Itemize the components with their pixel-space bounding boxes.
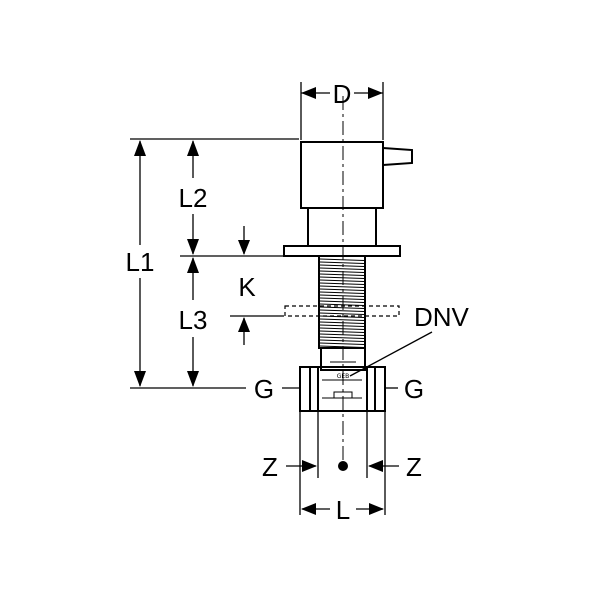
thread-line — [319, 300, 365, 303]
arrowheads — [134, 87, 384, 515]
thread-line — [319, 294, 365, 297]
thread-line — [319, 303, 365, 306]
thread-line — [319, 318, 365, 321]
thread-line — [319, 273, 365, 276]
thread-line — [319, 261, 365, 264]
thread-line — [319, 306, 365, 309]
thread-line — [319, 270, 365, 273]
threaded-stem — [318, 255, 366, 349]
thread-line — [319, 327, 365, 330]
handle-cap — [300, 141, 413, 209]
label-l: L — [336, 495, 350, 525]
thread-line — [319, 288, 365, 291]
label-dnv: DNV — [414, 302, 470, 332]
thread-line — [319, 276, 365, 279]
thread-line — [319, 342, 365, 345]
thread-line — [319, 258, 365, 261]
neck — [307, 208, 377, 246]
label-z-left: Z — [262, 452, 278, 482]
thread-line — [319, 336, 365, 339]
label-g-left: G — [254, 374, 274, 404]
label-l1: L1 — [126, 247, 155, 277]
thread-line — [319, 279, 365, 282]
thread-line — [319, 264, 365, 267]
label-l3: L3 — [179, 305, 208, 335]
label-z-right: Z — [406, 452, 422, 482]
thread-line — [319, 309, 365, 312]
dimension-lines — [130, 82, 433, 515]
thread-line — [319, 285, 365, 288]
thread-line — [319, 339, 365, 342]
thread-line — [319, 291, 365, 294]
flange-plate — [283, 245, 401, 257]
label-g-right: G — [404, 374, 424, 404]
thread-line — [319, 315, 365, 318]
thread-line — [319, 330, 365, 333]
thread-line — [319, 297, 365, 300]
label-d: D — [333, 79, 352, 109]
wall-outline — [284, 305, 400, 317]
centre-point — [338, 461, 348, 471]
thread-line — [319, 312, 365, 315]
label-k: K — [238, 272, 256, 302]
thread-line — [319, 321, 365, 324]
thread-line — [319, 324, 365, 327]
label-l2: L2 — [179, 183, 208, 213]
thread-line — [319, 333, 365, 336]
thread-line — [319, 282, 365, 285]
thread-line — [319, 267, 365, 270]
